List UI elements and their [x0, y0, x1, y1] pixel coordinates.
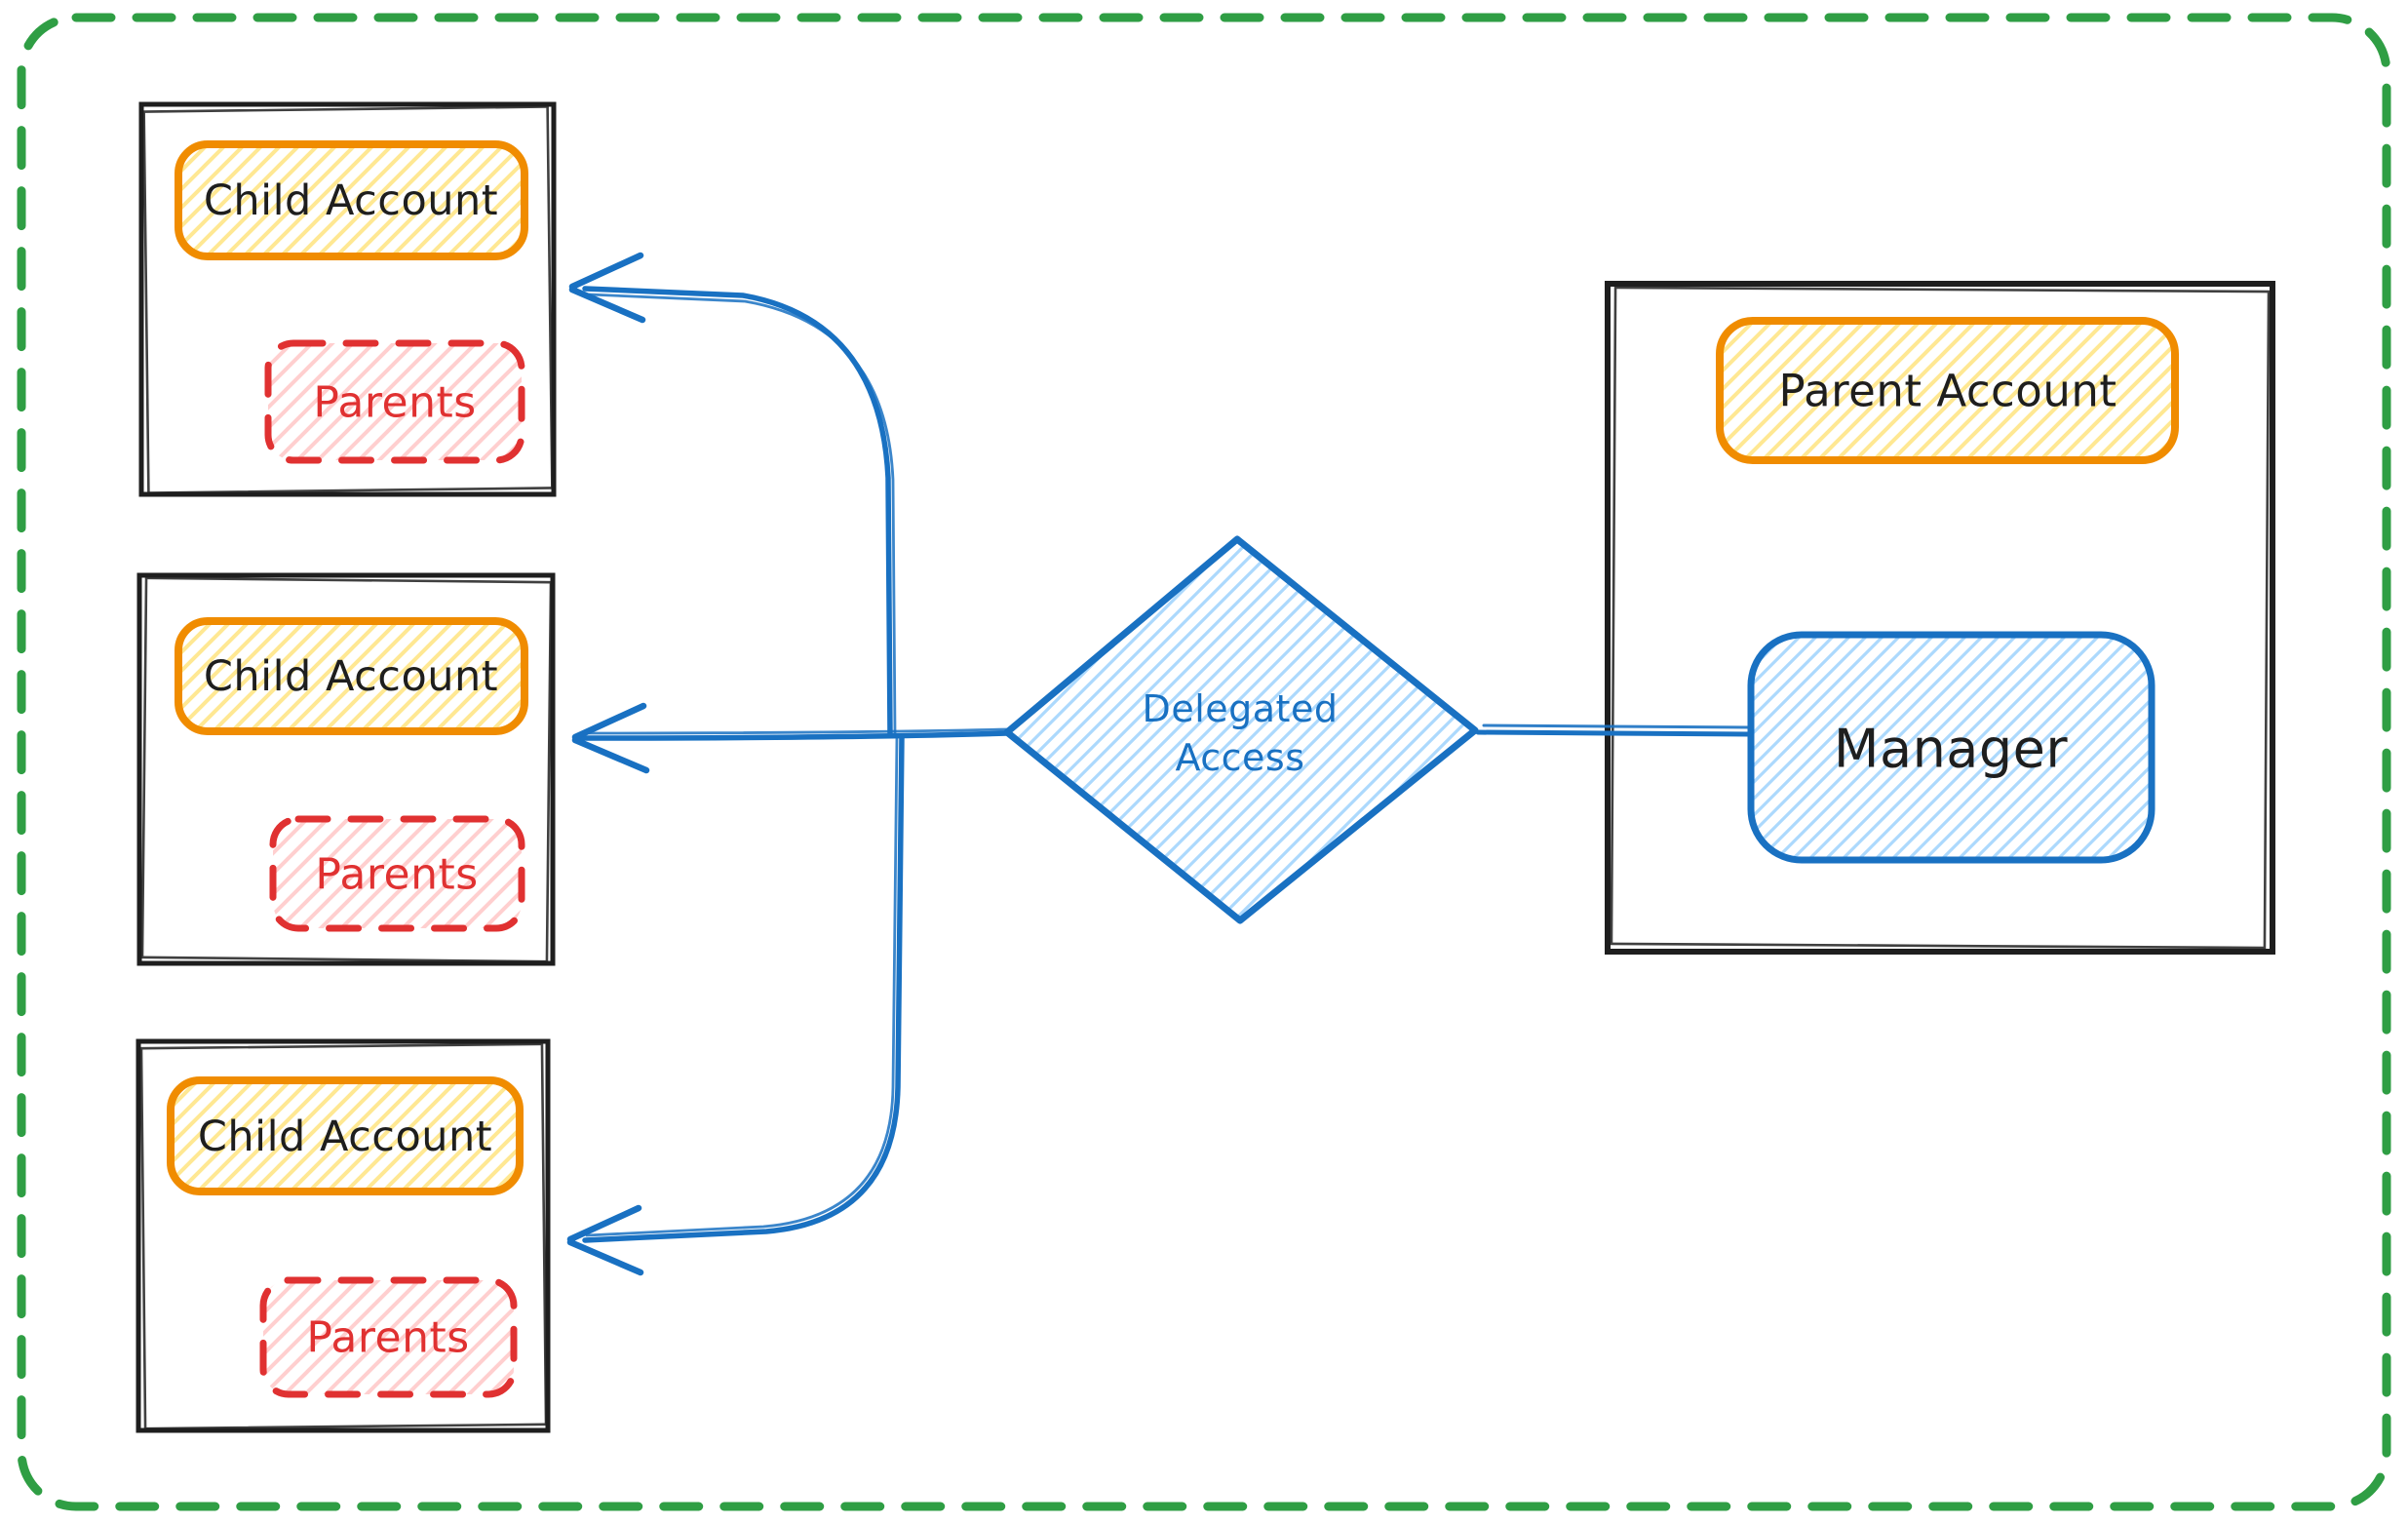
manager-node	[1747, 631, 2156, 864]
parent-account-pill	[1716, 317, 2179, 464]
delegated-access-label-line2: Access	[1175, 736, 1305, 779]
parents-pill-1	[264, 339, 525, 464]
child-account-label-1: Child Account	[203, 176, 499, 225]
child-account-label-2: Child Account	[203, 652, 499, 701]
child-account-label-3: Child Account	[197, 1113, 493, 1161]
canvas-dashed-border	[17, 13, 2391, 1511]
delegated-access-label: Delegated Access	[1143, 684, 1339, 782]
delegated-access-label-line1: Delegated	[1142, 686, 1339, 730]
parents-pill-3	[259, 1276, 518, 1398]
edge-diamond-to-child-3	[566, 733, 905, 1276]
delegated-access-diamond	[1003, 535, 1479, 924]
parents-label-1: Parents	[313, 377, 477, 428]
edge-diamond-to-child-1	[568, 252, 897, 736]
child-account-pill-3	[167, 1076, 524, 1195]
parents-pill-2	[269, 815, 525, 932]
child-account-pill-2	[175, 617, 528, 735]
manager-label: Manager	[1833, 718, 2069, 780]
parents-label-3: Parents	[306, 1312, 470, 1363]
parents-label-2: Parents	[315, 849, 479, 900]
parent-account-label: Parent Account	[1778, 365, 2117, 417]
edges	[566, 252, 1753, 1276]
edge-manager-to-diamond	[1475, 723, 1753, 737]
child-account-pill-1	[175, 140, 528, 260]
edge-diamond-to-child-2	[571, 702, 1010, 774]
